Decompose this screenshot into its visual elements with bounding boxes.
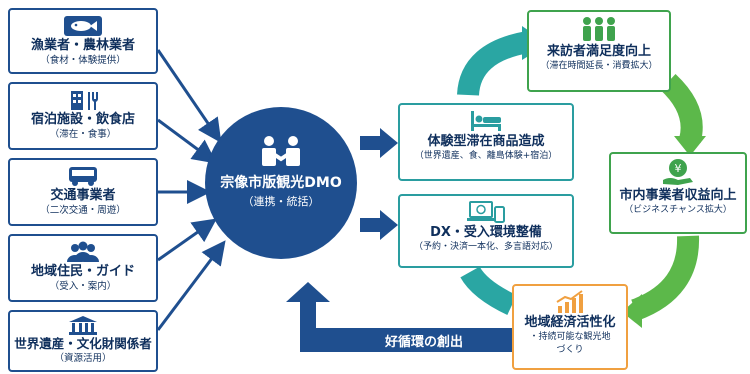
hub-title: 宗像市版観光DMO bbox=[220, 175, 342, 191]
product-card-experience: 体験型滞在商品造成 （世界遺産、食、離島体験+宿泊） bbox=[398, 103, 574, 181]
product-card-dx: DX・受入環境整備 （予約・決済一本化、多言語対応） bbox=[398, 194, 574, 268]
cycle-card-business-revenue: ¥ 市内事業者収益向上 （ビジネスチャンス拡大） bbox=[609, 152, 747, 234]
handshake-icon bbox=[262, 136, 300, 166]
product-title: DX・受入環境整備 bbox=[430, 225, 542, 240]
source-subtitle: （食材・体験提供） bbox=[40, 55, 126, 66]
source-subtitle: （二次交通・周遊） bbox=[40, 205, 126, 216]
bus-icon bbox=[69, 167, 97, 186]
cycle-subtitle: （滞在時間延長・消費拡大） bbox=[540, 61, 658, 71]
source-card-fishery: 漁業者・農林業者 （食材・体験提供） bbox=[8, 8, 158, 74]
growth-chart-icon bbox=[556, 290, 583, 313]
product-title: 体験型滞在商品造成 bbox=[427, 134, 545, 149]
connector-arrow bbox=[157, 218, 217, 262]
devices-icon bbox=[467, 201, 505, 223]
cycle-arc-lower-left bbox=[460, 266, 517, 315]
loop-return-arrow bbox=[286, 282, 512, 352]
source-card-transport: 交通事業者 （二次交通・周遊） bbox=[8, 158, 158, 226]
source-title: 交通事業者 bbox=[50, 188, 116, 203]
loop-label: 好循環の創出 bbox=[385, 335, 464, 350]
product-subtitle: （世界遺産、食、離島体験+宿泊） bbox=[414, 151, 558, 161]
cycle-arc-right bbox=[660, 73, 703, 143]
source-subtitle: （滞在・食事） bbox=[49, 129, 117, 140]
source-subtitle: （資源活用） bbox=[54, 353, 112, 364]
cycle-subtitle: ・持続可能な観光地 づくり bbox=[529, 332, 611, 355]
cycle-title: 市内事業者収益向上 bbox=[619, 188, 737, 203]
cycle-arc-upper bbox=[457, 31, 531, 97]
hub-to-product-arrow bbox=[360, 128, 398, 158]
building-icon bbox=[71, 91, 98, 110]
shrine-icon bbox=[69, 316, 97, 335]
source-title: 宿泊施設・飲食店 bbox=[30, 112, 135, 127]
connector-arrow bbox=[156, 240, 226, 331]
source-card-lodging: 宿泊施設・飲食店 （滞在・食事） bbox=[8, 82, 158, 150]
cycle-card-visitor-satisfaction: 来訪者満足度向上 （滞在時間延長・消費拡大） bbox=[527, 10, 671, 92]
hub-to-product-arrow bbox=[360, 210, 398, 240]
source-card-residents: 地域住民・ガイド （受入・案内） bbox=[8, 234, 158, 302]
svg-text:¥: ¥ bbox=[675, 162, 682, 175]
cycle-title: 来訪者満足度向上 bbox=[546, 44, 651, 59]
cycle-arrowhead bbox=[674, 136, 706, 156]
connector-arrow bbox=[157, 118, 217, 164]
cycle-arrowhead bbox=[622, 294, 642, 328]
dmo-hub: 宗像市版観光DMO （連携・統括） bbox=[205, 107, 357, 259]
visitors-icon bbox=[583, 17, 615, 41]
source-title: 地域住民・ガイド bbox=[30, 264, 135, 279]
connector-arrow bbox=[156, 49, 222, 143]
yen-hand-icon: ¥ bbox=[663, 159, 693, 185]
hub-subtitle: （連携・統括） bbox=[242, 195, 320, 208]
source-card-heritage: 世界遺産・文化財関係者 （資源活用） bbox=[8, 310, 158, 372]
cycle-arc-lower-right bbox=[630, 235, 700, 321]
cycle-card-regional-economy: 地域経済活性化 ・持続可能な観光地 づくり bbox=[512, 284, 628, 370]
cycle-subtitle: （ビジネスチャンス拡大） bbox=[624, 205, 732, 215]
cycle-title: 地域経済活性化 bbox=[524, 315, 616, 330]
source-subtitle: （受入・案内） bbox=[49, 281, 117, 292]
fish-icon bbox=[64, 16, 102, 36]
product-subtitle: （予約・決済一本化、多言語対応） bbox=[413, 242, 558, 252]
people-icon bbox=[67, 241, 99, 262]
bed-icon bbox=[471, 111, 501, 131]
source-title: 漁業者・農林業者 bbox=[30, 38, 135, 53]
source-title: 世界遺産・文化財関係者 bbox=[14, 336, 152, 351]
